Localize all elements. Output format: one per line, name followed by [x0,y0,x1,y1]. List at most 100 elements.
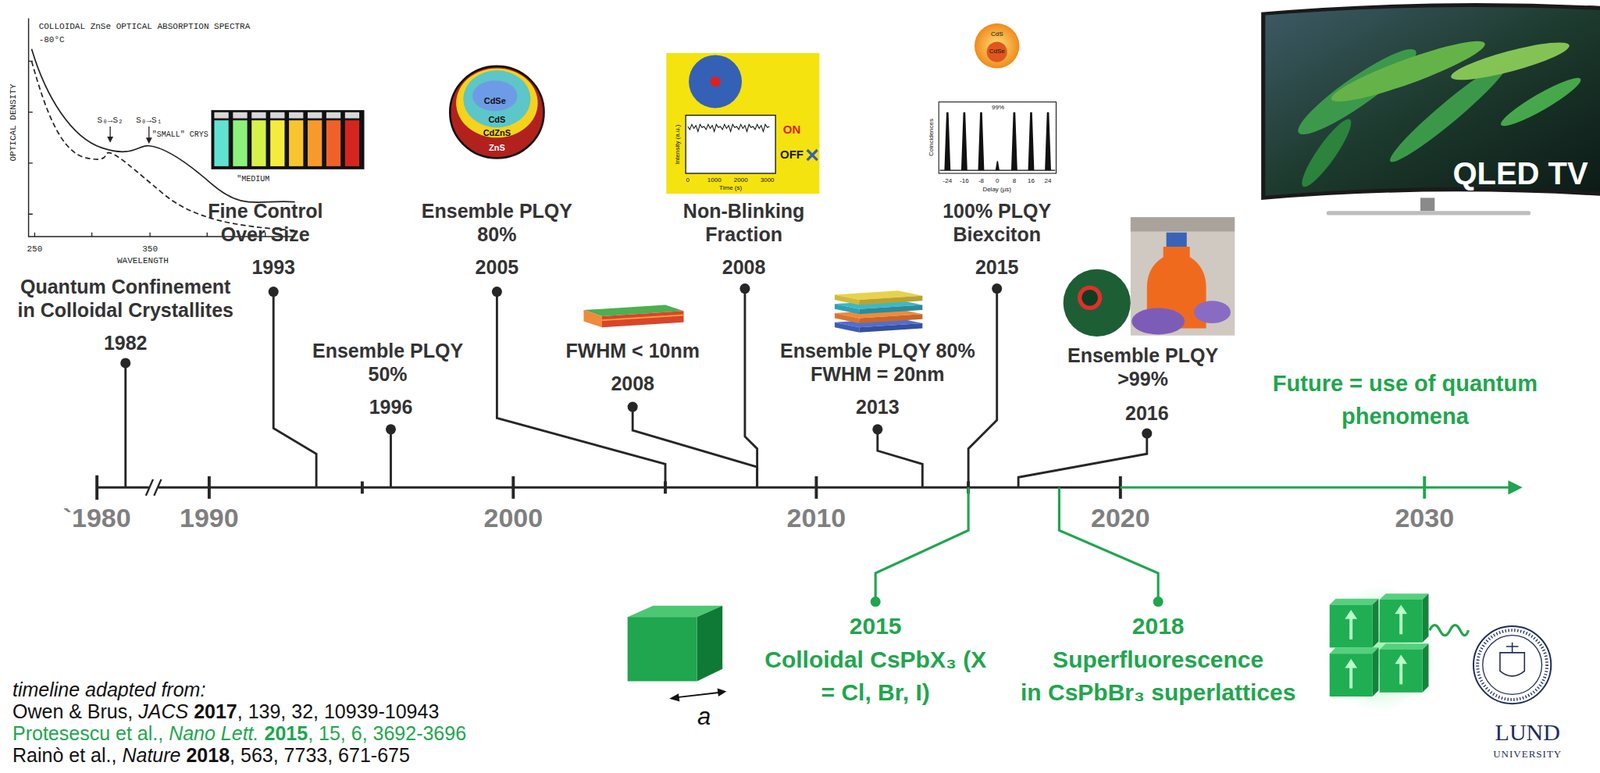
milestone-leader [124,363,127,488]
qled-tv [1448,35,1572,87]
blinking-trace-inset [807,149,818,161]
milestone-label: Quantum Confinement in Colloidal Crystal… [10,274,241,322]
nanocube [675,692,720,699]
milestone-dot [491,286,503,297]
superlattice [1349,666,1353,688]
inset-axis-label: CdS [990,31,1004,39]
milestone-dot [120,283,1152,439]
inset-axis-label: -16 [959,178,970,186]
state-label: OFF [780,148,804,162]
nanocube [669,693,680,702]
blinking-trace-inset [688,55,742,109]
vial-photo [288,120,303,167]
superlattice [1422,593,1429,643]
core-shell-nanocrystal [472,80,517,111]
perovskite-dot [870,596,1164,607]
nanoplatelet [602,310,685,328]
reference-text: JACS [138,700,189,723]
inset-axis-label: Intensity (a.u.) [673,124,681,165]
vial-photo [326,120,341,167]
inset-axis-label: CdSe [989,48,1005,56]
timeline-axis [96,475,1121,500]
university-seal [1477,630,1547,700]
reference-text: , 15, 6, 3692-3696 [307,722,467,745]
axis-year: 2020 [1090,502,1151,535]
nanoplatelet [602,315,685,321]
reference-text: 2017 [193,700,238,723]
spectrum-annotation: S₀→S₁ [135,115,162,125]
spectrum-annotation: WAVELENGTH [117,256,169,266]
milestone-leader [496,292,666,489]
superlattice [1329,647,1380,654]
core-shell-disc [1079,287,1101,308]
qled-tv [1295,114,1358,192]
stacked-nanoplatelets [834,303,859,314]
inset-axis-label: 99% [991,104,1005,112]
milestone-year: 2005 [475,255,520,279]
superlattice [1329,604,1373,648]
milestone-label: 100% PLQY Biexciton [930,199,1064,246]
biexciton-inset [944,112,1052,171]
blinking-trace-inset [666,53,820,194]
superlattice [1399,662,1403,685]
spectrum-annotation: "MEDIUM [236,174,270,184]
nanoplatelet [583,305,684,328]
spectrum-annotation: OPTICAL DENSITY [8,83,18,161]
axis-year: 2000 [483,502,543,535]
qled-tv [1496,71,1585,132]
milestone-year: 1993 [251,255,296,279]
nanoplatelet [583,310,603,328]
vial-photo [251,120,266,167]
biexciton-inset [938,23,1056,174]
inset-axis-label: 1000 [707,177,722,185]
axis-year: `1980 [63,502,132,535]
milestone-year: 1996 [369,395,414,419]
state-label: ON [783,123,802,137]
inset-axis-label: 0 [686,177,690,185]
perovskite-leader [1058,487,1159,602]
milestone-leader [389,429,392,488]
spectrum-annotation: "SMALL" CRYS [152,130,209,139]
nanocube [717,688,727,697]
inset-axis-label: 24 [1044,178,1052,186]
inset-axis-label: -24 [943,178,953,186]
shell-label: CdS [488,114,506,125]
inset-axis-label: 3000 [760,177,775,185]
stacked-nanoplatelets [858,305,923,315]
vial-photo [232,120,247,167]
shell-label: ZnS [488,142,506,153]
blinking-trace-inset [710,76,721,87]
spectrum-annotation: -80°C [39,35,65,45]
superlattice [1344,659,1358,669]
reference-text: , 139, 32, 10939-10943 [237,700,440,723]
milestone-label: Fine Control Over Size [195,199,336,246]
milestone-year: 2015 [975,255,1020,279]
superlattice [1344,609,1358,620]
milestone-leader [1018,433,1148,488]
vial-photo [270,120,285,167]
core-shell-nanocrystal [449,66,544,159]
biexciton-inset [974,23,1020,68]
qled-tv [1326,210,1531,215]
absorption-spectrum [32,49,296,204]
logo-text: UNIVERSITY [1493,748,1562,760]
inset-axis-label: 2000 [734,177,749,185]
nanocube [697,605,724,682]
stacked-nanoplatelets [834,294,859,305]
reference-line: Rainò et al.,Nature2018, 563, 7733, 671-… [12,744,410,767]
reference-line: Protesescu et al.,Nano Lett.2015, 15, 6,… [12,722,467,745]
reference-text: 2018 [185,744,230,767]
core-shell-disc [1063,269,1131,337]
reference-line: Owen & Brus,JACS2017, 139, 32, 10939-109… [12,700,439,724]
perovskite-leader [875,487,1159,602]
bottle-photo [1130,217,1235,336]
spectrum-annotation: 350 [142,244,158,254]
axis-year: 2030 [1394,502,1454,535]
milestone-dot [991,283,1002,294]
superlattice [1379,643,1429,650]
milestone-label: Ensemble PLQY >99% [1058,343,1227,391]
inset-axis-label: 16 [1027,178,1035,186]
milestone-year: 2008 [722,255,767,279]
milestone-label: Ensemble PLQY 50% [303,338,472,386]
